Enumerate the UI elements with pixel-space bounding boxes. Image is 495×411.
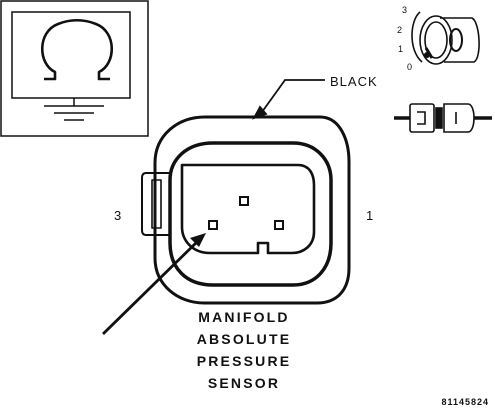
- terminal-pin-1: [274, 220, 284, 230]
- connector-housing: [141, 115, 351, 305]
- terminal-pin-2: [239, 196, 249, 206]
- ignition-position-0: 0: [407, 62, 412, 72]
- component-name: MANIFOLD ABSOLUTE PRESSURE SENSOR: [197, 309, 292, 391]
- wire-color-callout: [252, 79, 325, 120]
- component-name-line-2: ABSOLUTE: [197, 331, 292, 347]
- wire-color-label: BLACK: [330, 74, 378, 89]
- terminal-pin-3: [208, 220, 218, 230]
- pin-label-left: 3: [114, 208, 121, 223]
- component-name-line-3: PRESSURE: [197, 353, 292, 369]
- ignition-position-2: 2: [397, 25, 402, 35]
- pin-label-right: 1: [366, 208, 373, 223]
- component-name-line-4: SENSOR: [208, 375, 280, 391]
- figure-number: 81145824: [441, 397, 489, 407]
- component-name-line-1: MANIFOLD: [198, 309, 289, 325]
- pin-pointer-arrow: [102, 233, 206, 336]
- ignition-position-1: 1: [398, 44, 403, 54]
- terminal-cavities: [208, 196, 284, 230]
- connector-plug-icon: [394, 103, 492, 133]
- ignition-position-3: 3: [402, 5, 407, 15]
- omega-ground-symbol-icon: [0, 0, 149, 137]
- ignition-key-icon: 3 2 1 0: [397, 5, 480, 72]
